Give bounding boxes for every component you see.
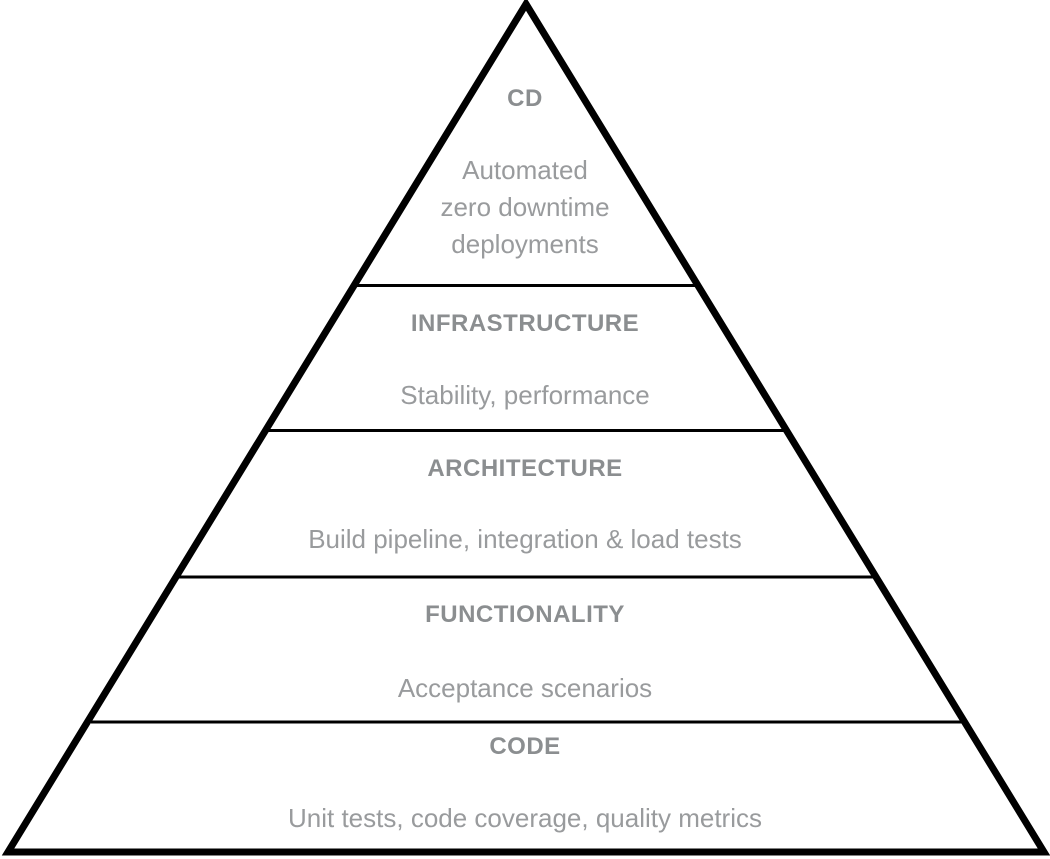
pyramid-diagram: CD Automated zero downtime deployments I…: [1, 0, 1050, 856]
pyramid-outline: [1, 0, 1050, 856]
pyramid-graphic: [1, 0, 1050, 856]
